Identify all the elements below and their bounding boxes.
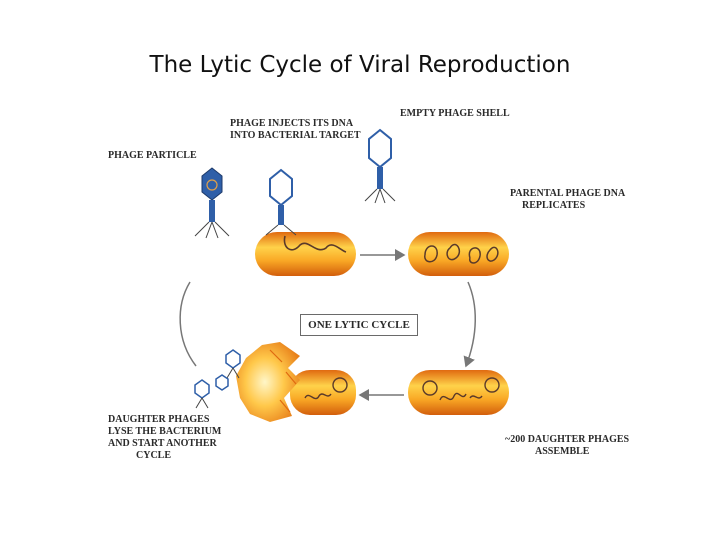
page-title: The Lytic Cycle of Viral Reproduction bbox=[149, 52, 571, 78]
label-parental-replicates: PARENTAL PHAGE DNA REPLICATES bbox=[510, 188, 625, 212]
label-line: DAUGHTER PHAGES bbox=[108, 414, 210, 425]
label-line: INTO BACTERIAL TARGET bbox=[230, 130, 361, 141]
bacterium-lysing bbox=[236, 342, 356, 422]
label-daughter-lyse: DAUGHTER PHAGES LYSE THE BACTERIUM AND S… bbox=[108, 414, 221, 462]
label-line: ~200 DAUGHTER PHAGES bbox=[505, 434, 630, 445]
label-line: LYSE THE BACTERIUM bbox=[108, 426, 222, 437]
label-line: AND START ANOTHER bbox=[108, 438, 217, 449]
label-line: CYCLE bbox=[136, 450, 172, 461]
label-daughter-assemble: ~200 DAUGHTER PHAGES ASSEMBLE bbox=[505, 434, 629, 458]
label-line: PHAGE PARTICLE bbox=[108, 150, 197, 161]
bacterium-replicating bbox=[408, 232, 509, 276]
daughter-phage-icons bbox=[194, 349, 241, 409]
label-line: REPLICATES bbox=[522, 200, 586, 211]
label-one-lytic-cycle: ONE LYTIC CYCLE bbox=[300, 314, 418, 336]
phage-particle-icon bbox=[194, 167, 230, 239]
cycle-arrows bbox=[179, 249, 476, 401]
label-line: ASSEMBLE bbox=[535, 446, 590, 457]
phage-injecting-icon bbox=[265, 168, 297, 236]
label-line: EMPTY PHAGE SHELL bbox=[400, 108, 510, 119]
label-line: PARENTAL PHAGE DNA bbox=[510, 188, 626, 199]
bacterium-infected bbox=[255, 232, 356, 276]
empty-phage-shell-icon bbox=[364, 128, 396, 204]
label-line: PHAGE INJECTS ITS DNA bbox=[230, 118, 354, 129]
bacterium-assembling bbox=[408, 370, 509, 415]
label-phage-particle: PHAGE PARTICLE bbox=[108, 150, 197, 162]
label-empty-phage-shell: EMPTY PHAGE SHELL bbox=[400, 108, 510, 120]
label-phage-injects: PHAGE INJECTS ITS DNA INTO BACTERIAL TAR… bbox=[230, 118, 361, 142]
